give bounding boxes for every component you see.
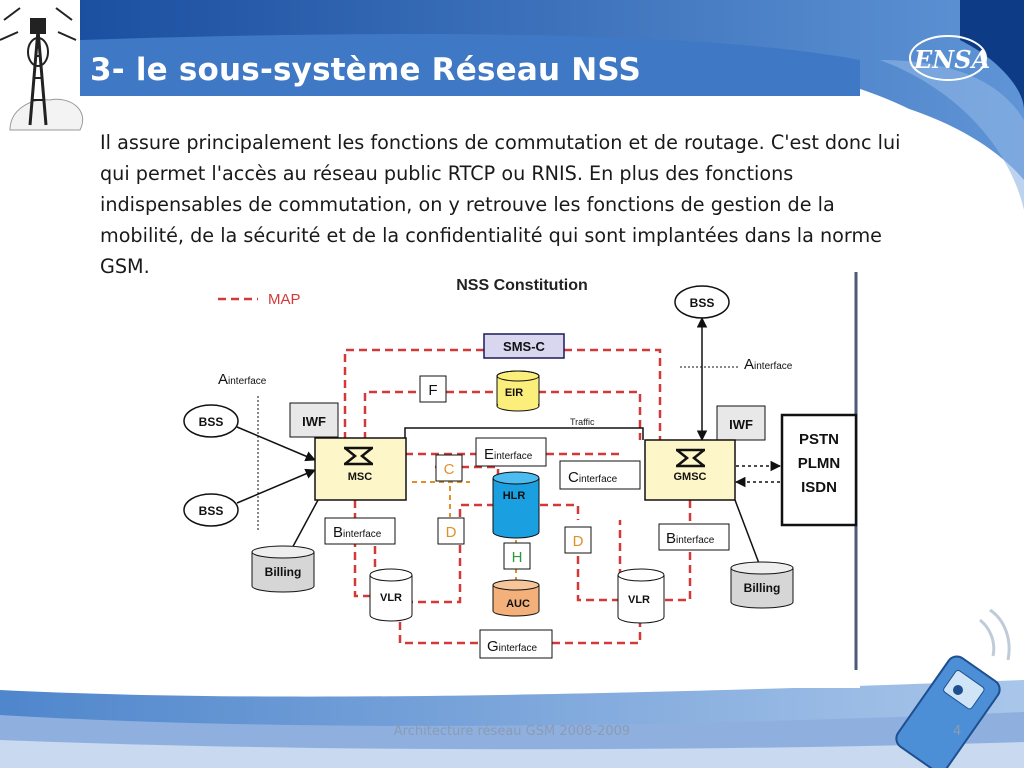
bss2-msc-link [236,468,316,504]
d-interface-label-right: D [573,533,584,550]
iwf-right-label: IWF [729,417,753,432]
h-interface-box [503,542,531,570]
bss1-msc-link [236,426,316,462]
b-interface-right-box [658,523,730,551]
hlr-database: HLR [492,471,540,539]
isdn-label: ISDN [801,479,837,496]
vlr-left-label: VLR [380,592,402,604]
g-interface-label: Ginterface [487,638,537,655]
sms-c-label: SMS-C [503,339,546,354]
slide-title: 3- le sous-système Réseau NSS [90,52,642,88]
e-interface-label: Einterface [484,446,533,463]
eir-label: EIR [505,387,523,399]
msc-label: MSC [348,471,373,483]
bss-left1-node [183,404,239,438]
g-interface-box [479,629,553,659]
gmsc-billing-link [734,499,761,567]
a-interface-right: Ainterface [744,356,793,373]
iwf-left-label: IWF [302,414,326,429]
b-interface-right-label: Binterface [666,530,715,547]
plmn-label: PLMN [798,455,841,472]
bss-left2-label: BSS [199,504,224,518]
d-interface-box-right [564,526,592,554]
slide-paragraph: Il assure principalement les fonctions d… [100,127,980,282]
b-interface-left-box [324,517,396,545]
billing-right-label: Billing [744,581,781,595]
billing-left-label: Billing [265,565,302,579]
c-interface-box [435,454,463,482]
traffic-line [404,427,644,440]
paragraph-line: Il assure principalement les fonctions d… [100,131,901,154]
vlr-right-label: VLR [628,594,650,606]
msc-billing-link [289,499,319,553]
switch-icon [676,448,705,468]
paragraph-line: qui permet l'accès au réseau public RTCP… [100,162,794,185]
b-interface-left-label: Binterface [333,524,382,541]
sms-c-node [483,333,565,359]
h-interface-label: H [512,549,523,566]
billing-right-database: Billing [730,561,794,609]
paragraph-line: indispensables de commutation, on y retr… [100,193,835,216]
vlr-left-database: VLR [369,568,413,622]
d-interface-label-left: D [446,524,457,541]
bss-top-label: BSS [690,296,715,310]
bss-left1-label: BSS [199,415,224,429]
slide-number: 4 [953,724,962,739]
a-interface-left: Ainterface [218,371,267,388]
auc-label: AUC [506,598,530,610]
paragraph-line: GSM. [100,255,150,278]
f-interface-label: F [428,382,437,399]
c-interface-detail-box [559,460,641,490]
auc-database: AUC [492,579,540,617]
traffic-label: Traffic [570,417,595,427]
bss-left2-node [183,493,239,527]
svg-text:ENSA: ENSA [913,45,990,74]
iwf-right-node [716,405,766,441]
pstn-plmn-isdn-node [780,413,858,527]
billing-left-database: Billing [251,545,315,593]
hlr-label: HLR [503,490,526,502]
eir-database: EIR [496,370,540,412]
antenna-tower-icon [0,7,84,131]
pstn-label: PSTN [799,431,839,448]
vlr-right-database: VLR [617,568,665,624]
paragraph-line: mobilité, de la sécurité et de la confid… [100,224,882,247]
mobile-phone-icon [895,608,1011,768]
diagram-title: NSS Constitution [456,277,588,294]
c-interface-label: C [444,461,455,478]
map-links [343,348,692,645]
f-interface-box [419,375,447,403]
iwf-left-node [289,402,339,438]
switch-icon [344,446,373,466]
ensa-logo: ENSA [909,35,990,81]
c-interface-detail-label: Cinterface [568,469,618,486]
e-interface-box [475,437,547,467]
slide-footer: Architecture réseau GSM 2008-2009 [393,724,631,739]
gmsc-label: GMSC [674,471,707,483]
d-interface-box-left [437,517,465,545]
map-legend-label: MAP [268,291,301,308]
